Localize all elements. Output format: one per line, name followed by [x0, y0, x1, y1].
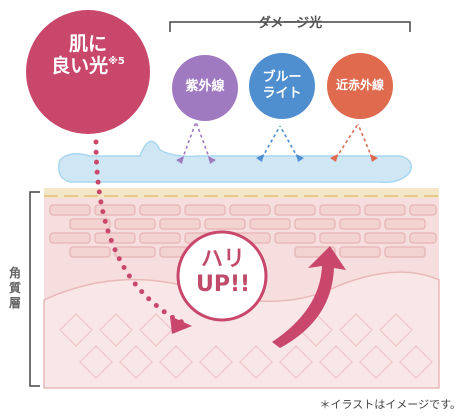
- nir-arrow-left: [335, 123, 359, 159]
- bluelight-label-line1: ブルー: [262, 70, 302, 85]
- dermis-cells: [59, 313, 433, 379]
- good-light-label: 肌に 良い光※5: [30, 33, 146, 78]
- skin-layer: [43, 188, 440, 389]
- hari-line1: ハリ: [200, 247, 245, 272]
- uv-arrow-left: [181, 121, 197, 161]
- stratum-corneum-label: 角質層: [8, 266, 21, 310]
- blue-arrow-left: [261, 125, 281, 159]
- hari-line2: UP!!: [195, 272, 251, 298]
- damage-arrows: [181, 121, 373, 161]
- bluelight-circle: [249, 53, 315, 119]
- nir-arrow-right: [357, 123, 373, 159]
- bluelight-label: ブルー ライト: [249, 70, 315, 101]
- hari-up-circle: [176, 230, 268, 322]
- bluelight-label-line2: ライト: [262, 85, 302, 101]
- uv-circle: [172, 55, 238, 121]
- firmness-up-arrow: [272, 246, 346, 348]
- nir-label: 近赤外線: [326, 78, 394, 92]
- good-light-arrowhead: [170, 316, 192, 334]
- nir-circle: [327, 53, 393, 119]
- good-light-line2: 良い光: [51, 54, 109, 77]
- side-bracket: [29, 191, 40, 387]
- cell-bricks: [49, 204, 437, 258]
- damage-light-title: ダメージ光: [257, 16, 323, 31]
- dermis-wave: [43, 271, 440, 389]
- good-light-circle: [26, 10, 150, 134]
- damage-bracket: [169, 21, 411, 32]
- uv-label: 紫外線: [172, 79, 238, 95]
- protective-film: [58, 140, 412, 184]
- damage-arrowheads: [176, 154, 378, 164]
- uv-label-line1: 紫外線: [185, 79, 225, 94]
- skin-top-band: [44, 188, 439, 198]
- hari-up-label: ハリ UP!!: [183, 247, 263, 298]
- good-light-line1: 肌に: [68, 33, 107, 55]
- good-light-path: [93, 139, 185, 325]
- blue-arrow-right: [279, 125, 299, 159]
- uv-arrow-right: [195, 121, 211, 161]
- nir-label-line1: 近赤外線: [335, 78, 384, 92]
- good-light-note-mark: ※5: [108, 55, 125, 67]
- illustration-footnote: ＊イラストはイメージです。: [319, 398, 461, 411]
